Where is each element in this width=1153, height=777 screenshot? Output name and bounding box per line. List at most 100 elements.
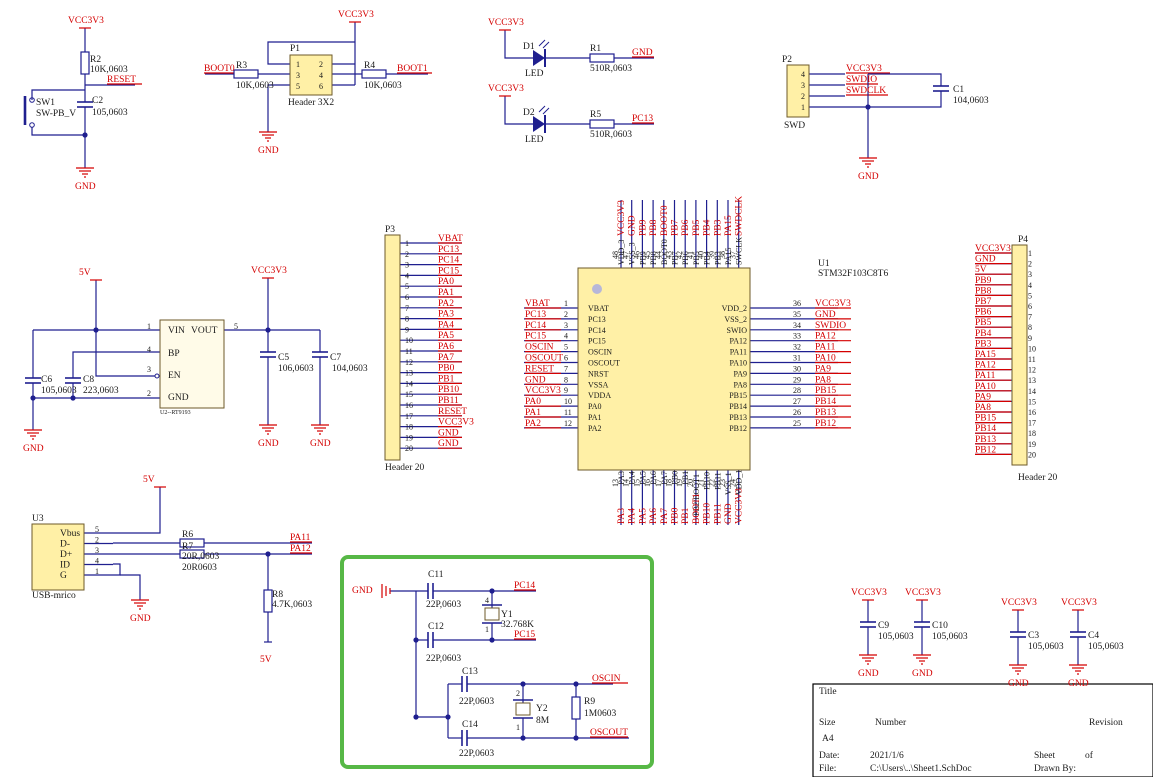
u1-net-label: PA3 — [617, 508, 627, 524]
reg-vout: VOUT — [191, 326, 218, 336]
u1-pin-number: 15 — [632, 479, 641, 487]
u1-pin-number: 23 — [718, 479, 727, 487]
p3-pin-number: 10 — [405, 336, 413, 345]
p3-net-label: PA4 — [438, 320, 454, 330]
r6-ref: R6 — [182, 530, 193, 540]
p4-net-label: PB7 — [975, 297, 992, 307]
junction-dot — [30, 395, 36, 401]
reg-vin: VIN — [168, 326, 185, 336]
u1-net-label: SWDIO — [815, 321, 846, 331]
p4-pin-number: 20 — [1028, 450, 1036, 459]
decap-value: 105,0603 — [1028, 642, 1064, 652]
p3-pin-number: 7 — [405, 304, 409, 313]
led1-value: LED — [525, 69, 544, 79]
led1-ray — [538, 39, 546, 47]
u1-pin-name: PA12 — [730, 337, 748, 346]
p3-pin-number: 1 — [405, 239, 409, 248]
c5-gnd-label: GND — [258, 439, 279, 449]
u1-pin-name: VDDA — [588, 391, 611, 400]
p1-pin: 6 — [319, 82, 323, 91]
u1-pin-name: PB15 — [729, 391, 747, 400]
p1-value: Header 3X2 — [288, 98, 334, 108]
u1-pin-number: 19 — [675, 479, 684, 487]
u1-pin-number: 45 — [643, 251, 652, 259]
osc-net-pc15: PC15 — [514, 630, 535, 640]
r9-resistor — [571, 696, 581, 720]
c6-ref: C6 — [41, 375, 52, 385]
sw1-bottom-wire — [31, 127, 85, 136]
r7-resistor — [179, 549, 205, 559]
p4-net-label: PA8 — [975, 403, 991, 413]
c1-ref: C1 — [953, 85, 964, 95]
u1-net-label: PC13 — [525, 310, 546, 320]
u1-pin-number: 14 — [622, 479, 631, 487]
u1-net-label: GND — [628, 215, 638, 236]
u1-net-label: PA8 — [815, 375, 831, 385]
u1-pin-name: BOOT0 — [660, 239, 669, 265]
u1-net-label: PB7 — [671, 219, 681, 236]
title-block-drawn: Drawn By: — [1034, 764, 1076, 774]
led2-vcc-label: VCC3V3 — [488, 84, 524, 94]
reg-pin: 1 — [147, 322, 151, 331]
c13-ref: C13 — [462, 667, 478, 677]
u1-pin-name: SWCLK — [735, 237, 744, 265]
p4-header-body — [1011, 244, 1028, 466]
r3-ref: R3 — [236, 61, 247, 71]
c7-gnd-label: GND — [310, 439, 331, 449]
p4-pin-number: 1 — [1028, 249, 1032, 258]
osc-net-oscout: OSCOUT — [590, 728, 628, 738]
u1-pin-name: VDD_1 — [735, 470, 744, 495]
junction-dot — [82, 132, 88, 138]
u1-pin-number: 26 — [793, 408, 801, 417]
p3-net-label: PA5 — [438, 331, 454, 341]
p4-pin-number: 8 — [1028, 323, 1032, 332]
decap-value: 105,0603 — [932, 632, 968, 642]
p3-pin-number: 20 — [405, 444, 413, 453]
title-block-revision: Revision — [1089, 718, 1123, 728]
p4-pin-number: 17 — [1028, 419, 1036, 428]
decap-ref: C9 — [878, 621, 889, 631]
p4-pin-number: 9 — [1028, 334, 1032, 343]
u1-net-label: PB8 — [649, 219, 659, 236]
p3-pin-number: 19 — [405, 433, 413, 442]
reset-gnd-label: GND — [75, 182, 96, 192]
y1-pin: 1 — [485, 625, 489, 634]
u1-pin-number: 43 — [665, 251, 674, 259]
r9-value: 1M0603 — [584, 709, 616, 719]
u1-net-label: PB0 — [671, 507, 681, 524]
c1-value: 104,0603 — [953, 96, 989, 106]
u1-pin-number: 12 — [564, 419, 572, 428]
p3-net-label: PA1 — [438, 288, 454, 298]
u1-pin-name: PA3 — [617, 471, 626, 485]
p4-pin-number: 18 — [1028, 429, 1036, 438]
p3-net-label: PB11 — [438, 396, 459, 406]
u1-pin-name: PB9 — [638, 251, 647, 265]
c7-ref: C7 — [330, 353, 341, 363]
p3-net-label: PC14 — [438, 256, 459, 266]
p4-pin-number: 3 — [1028, 270, 1032, 279]
c12-value: 22P,0603 — [426, 654, 461, 664]
p3-pin-number: 9 — [405, 325, 409, 334]
c14-ref: C14 — [462, 720, 478, 730]
boot-vcc-label: VCC3V3 — [338, 10, 374, 20]
p3-pin-number: 14 — [405, 379, 413, 388]
u1-pin-number: 11 — [564, 408, 572, 417]
p3-pin-number: 13 — [405, 369, 413, 378]
usb-5v-label: 5V — [143, 475, 155, 485]
y1-pin: 4 — [485, 596, 489, 605]
p1-header-body — [289, 54, 333, 96]
sw1-contact — [29, 97, 35, 103]
reset-vcc-label: VCC3V3 — [68, 16, 104, 26]
y1-ref: Y1 — [501, 610, 513, 620]
usb-id-g-wire — [113, 563, 121, 576]
p2-pin-number: 3 — [801, 81, 805, 90]
u1-pin-number: 41 — [686, 251, 695, 259]
sw1-ref: SW1 — [36, 98, 55, 108]
u1-pin-number: 37 — [729, 251, 738, 259]
u1-pin-name: PB3 — [713, 251, 722, 265]
usb-pin-name: D+ — [60, 550, 72, 560]
u1-net-label: VCC3V3 — [815, 299, 851, 309]
u1-net-label: PB15 — [815, 386, 836, 396]
u1-pin-name: PB2/BOOT1 — [692, 474, 701, 516]
reg-5v-label: 5V — [79, 268, 91, 278]
